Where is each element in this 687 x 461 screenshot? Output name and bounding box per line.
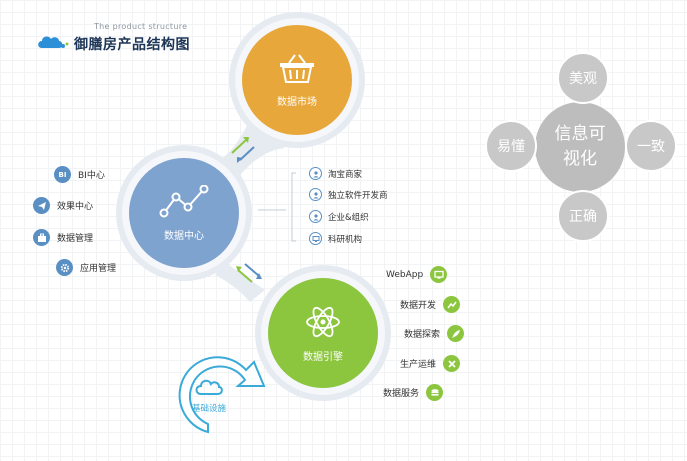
right-item-label: WebApp xyxy=(386,269,424,280)
infra-arrow-shape xyxy=(178,356,266,434)
left-item-label: 效果中心 xyxy=(57,202,94,212)
data-market-node[interactable]: 数据市场 xyxy=(242,25,352,135)
middle-item-label: 科研机构 xyxy=(328,234,363,245)
middle-item-isv[interactable]: 独立软件开发商 xyxy=(309,188,388,201)
info-right-label: 一致 xyxy=(637,139,665,155)
right-item-webapp[interactable]: WebApp xyxy=(386,266,448,283)
cloud-icon xyxy=(195,379,223,395)
line-graph-icon xyxy=(159,184,209,217)
info-top-label: 美观 xyxy=(569,71,597,87)
info-center-line2: 视化 xyxy=(563,149,597,169)
left-item-data-manage[interactable]: 数据管理 xyxy=(33,229,93,246)
data-engine-node[interactable]: 数据引擎 xyxy=(268,278,378,388)
infra-label: 基础设施 xyxy=(191,404,226,414)
upper-arrows-icon xyxy=(231,137,255,163)
right-item-label: 数据开发 xyxy=(400,301,437,311)
info-left-label: 易懂 xyxy=(497,139,525,155)
logo: The product structure 御膳房产品结构图 xyxy=(36,22,196,56)
right-item-label: 数据探索 xyxy=(404,330,441,340)
middle-item-taobao[interactable]: 淘宝商家 xyxy=(309,167,362,180)
bi-badge-icon: BI xyxy=(54,166,71,183)
right-item-data-dev[interactable]: 数据开发 xyxy=(400,296,461,313)
data-center-label: 数据中心 xyxy=(164,230,204,242)
middle-item-label: 企业&组织 xyxy=(328,212,369,223)
middle-item-label: 淘宝商家 xyxy=(328,169,363,180)
right-item-label: 生产运维 xyxy=(400,360,437,370)
infra-node[interactable]: 基础设施 xyxy=(176,360,242,430)
data-center-node[interactable]: 数据中心 xyxy=(129,158,239,268)
left-item-label: 应用管理 xyxy=(80,264,117,274)
left-item-app-manage[interactable]: 应用管理 xyxy=(56,259,116,276)
data-market-label: 数据市场 xyxy=(277,96,317,108)
user-icon xyxy=(309,188,322,201)
lower-arrows-icon xyxy=(236,263,262,283)
logo-title: 御膳房产品结构图 xyxy=(74,37,190,53)
info-bottom-label: 正确 xyxy=(569,209,597,225)
info-right-circle: 一致 xyxy=(625,120,677,172)
logo-subtitle: The product structure xyxy=(94,22,188,31)
rocket-icon xyxy=(447,325,465,342)
middle-item-label: 独立软件开发商 xyxy=(328,190,388,201)
user-icon xyxy=(309,210,322,223)
middle-bracket xyxy=(258,172,296,242)
left-item-label: 数据管理 xyxy=(57,234,94,244)
middle-item-research[interactable]: 科研机构 xyxy=(309,232,362,245)
briefcase-icon xyxy=(33,229,50,246)
lower-waist xyxy=(215,262,265,302)
info-top-circle: 美观 xyxy=(557,52,609,104)
left-item-label: BI中心 xyxy=(78,171,105,181)
right-item-data-service[interactable]: 数据服务 xyxy=(383,384,444,401)
monitor-icon xyxy=(430,266,448,283)
paper-plane-icon xyxy=(33,197,50,214)
right-item-data-explore[interactable]: 数据探索 xyxy=(404,325,465,342)
monitor-icon xyxy=(309,232,322,245)
info-bottom-circle: 正确 xyxy=(557,190,609,242)
atom-icon xyxy=(306,306,340,337)
info-left-circle: 易懂 xyxy=(485,120,537,172)
headset-user-icon xyxy=(309,167,322,180)
cloud-logo-icon xyxy=(38,36,69,48)
right-item-label: 数据服务 xyxy=(383,389,420,399)
database-icon xyxy=(426,384,444,401)
data-engine-label: 数据引擎 xyxy=(303,351,343,363)
left-item-bi[interactable]: BI BI中心 xyxy=(54,166,105,183)
left-item-effect[interactable]: 效果中心 xyxy=(33,197,93,214)
basket-icon xyxy=(280,53,314,83)
right-item-ops[interactable]: 生产运维 xyxy=(400,355,461,372)
tools-icon xyxy=(443,355,461,372)
info-center-line1: 信息可 xyxy=(554,124,606,144)
gear-icon xyxy=(56,259,73,276)
middle-item-enterprise[interactable]: 企业&组织 xyxy=(309,210,369,223)
line-chart-icon xyxy=(443,296,461,313)
info-center-circle: 信息可 视化 xyxy=(535,102,625,192)
